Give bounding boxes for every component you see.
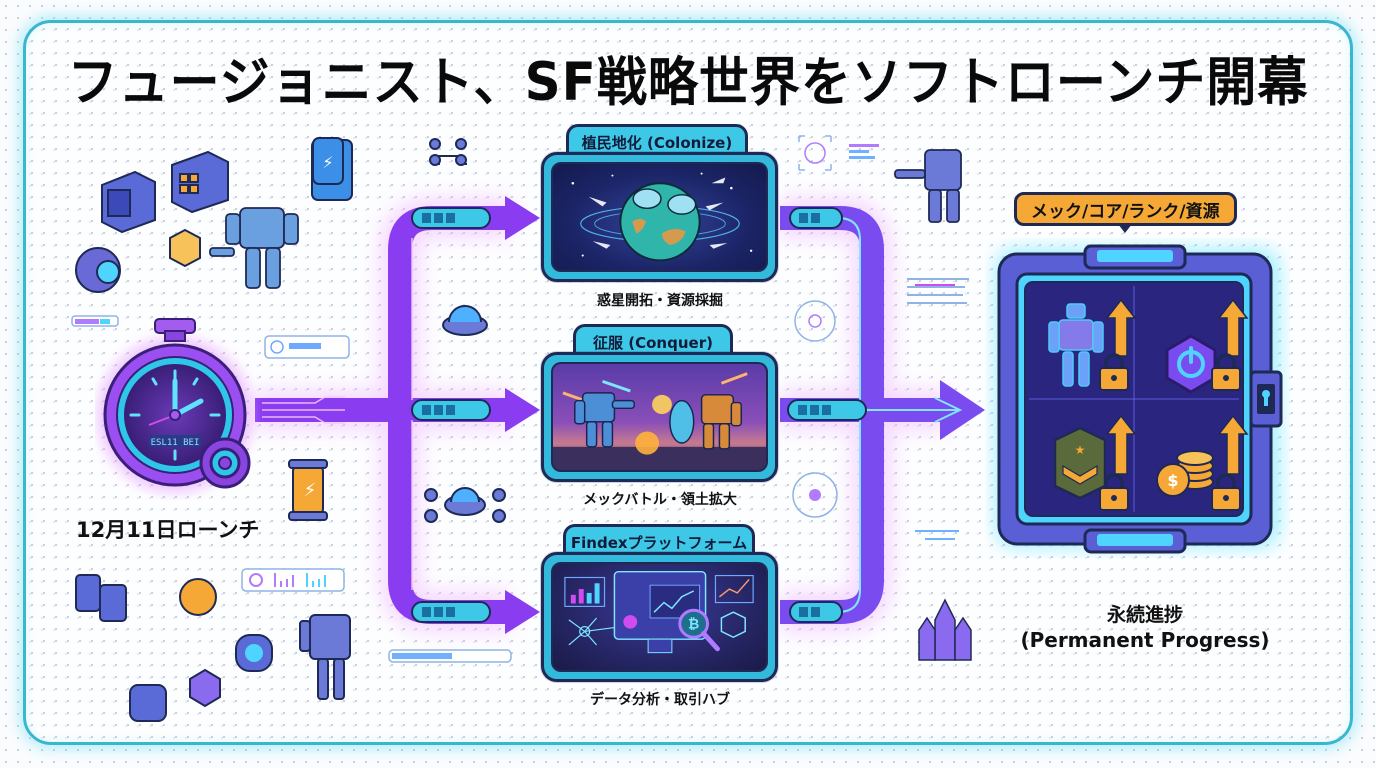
progress-vault: ★ $ [985, 238, 1290, 558]
svg-text:⚡: ⚡ [304, 480, 317, 501]
svg-text:₿: ₿ [688, 617, 699, 633]
vault-coins-icon: $ [1156, 450, 1214, 497]
decor-right-mid [792, 135, 972, 661]
vault-category-badge: メック/コア/ランク/資源 [1014, 192, 1237, 233]
progress-pills [411, 207, 867, 623]
decor-middle-left: ⚡ ⚡ [264, 137, 512, 663]
card-caption-colonize: 惑星開拓・資源採掘 [597, 293, 723, 309]
vault-rank-icon: ★ [1053, 426, 1107, 500]
svg-text:★: ★ [1075, 443, 1086, 457]
padlock-icons [1099, 353, 1241, 511]
decor-left-bottom [75, 568, 351, 722]
page-title: フュージョニスト、SF戦略世界をソフトローンチ開幕 [67, 51, 1309, 113]
colonize-scene [551, 162, 768, 272]
clock-display: ESL11 BEI [151, 438, 200, 448]
vault-mech-icon [1048, 303, 1104, 387]
svg-text:$: $ [1167, 471, 1178, 490]
vault-caption-en: (Permanent Progress) [1020, 628, 1270, 652]
launch-stopwatch: ESL11 BEI [95, 315, 265, 500]
launch-date-label: 12月11日ローンチ [76, 518, 260, 542]
vault-caption-jp: 永続進捗 [1106, 604, 1183, 626]
vault-core-icon [1165, 334, 1217, 394]
card-caption-conquer: メックバトル・領土拡大 [583, 492, 737, 508]
svg-text:⚡: ⚡ [322, 153, 333, 172]
findex-scene: ₿ [551, 562, 768, 672]
card-caption-findex: データ分析・取引ハブ [590, 692, 730, 708]
conquer-scene [551, 362, 768, 472]
